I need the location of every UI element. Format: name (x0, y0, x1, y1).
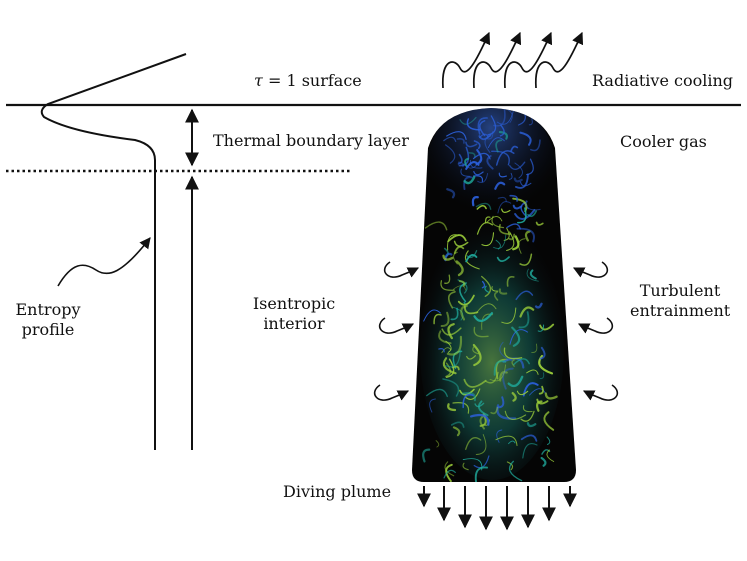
entropy-pointer-arrow (58, 238, 150, 286)
tau-surface-label: τ = 1 surface (254, 71, 362, 91)
cooler-gas-label: Cooler gas (620, 132, 707, 152)
entropy-profile-label: Entropy profile (8, 300, 88, 340)
entropy-profile-line1: Entropy (8, 300, 88, 320)
turbulent-line2: entrainment (630, 301, 730, 321)
diving-plume-visualization (412, 100, 576, 486)
isentropic-line1: Isentropic (244, 294, 344, 314)
entropy-profile-curve (42, 54, 186, 450)
turbulent-line1: Turbulent (630, 281, 730, 301)
diving-plume-arrows (424, 486, 570, 529)
radiative-cooling-arrows (443, 33, 582, 88)
tau-symbol: τ (254, 71, 263, 90)
isentropic-line2: interior (244, 314, 344, 334)
entrainment-arrows-left (375, 262, 418, 400)
turbulent-entrainment-label: Turbulent entrainment (630, 281, 730, 321)
entrainment-arrows-right (574, 262, 617, 400)
entropy-profile-line2: profile (8, 320, 88, 340)
diving-plume-label: Diving plume (283, 482, 391, 502)
thermal-boundary-layer-label: Thermal boundary layer (213, 131, 409, 151)
isentropic-interior-label: Isentropic interior (244, 294, 344, 334)
tau-surface-text: = 1 surface (268, 71, 362, 90)
radiative-cooling-label: Radiative cooling (592, 71, 733, 91)
